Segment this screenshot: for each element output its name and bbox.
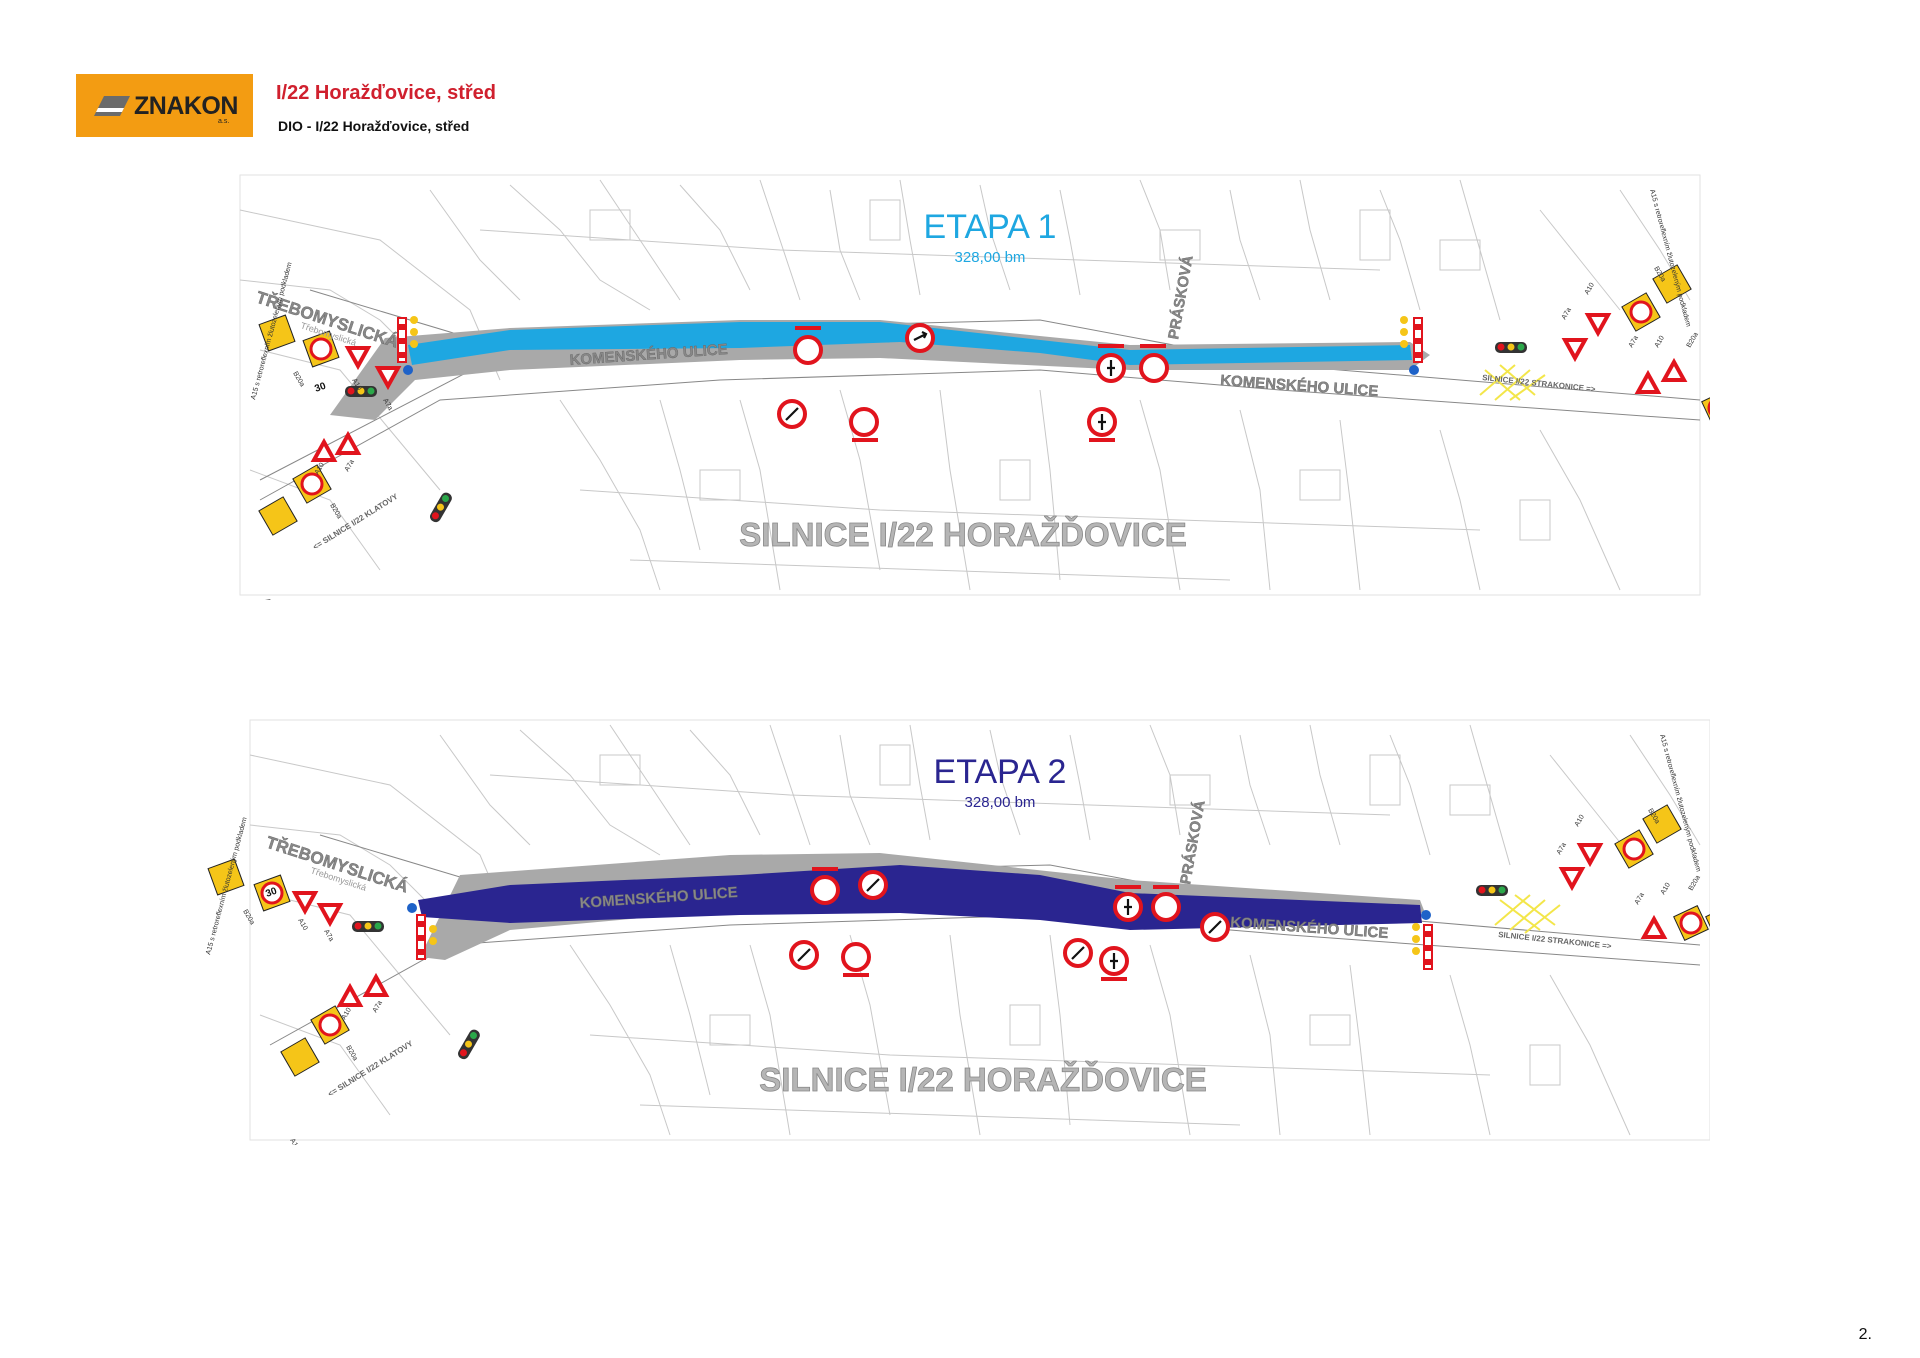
warning-signs-left <box>258 314 402 391</box>
warning-signs-left <box>207 858 344 928</box>
sign-label-a7a: A7a <box>322 929 334 943</box>
traffic-light-icon <box>457 1029 480 1060</box>
document-subtitle: DIO - I/22 Horažďovice, střed <box>278 118 470 134</box>
barrier-left <box>397 316 418 375</box>
sign-label-a7a-r: A7a <box>1556 842 1568 856</box>
no-entry-sign-icon <box>810 875 840 905</box>
sign-label-a7a-r: A7a <box>1561 307 1573 321</box>
street-label-praskova: PRÁSKOVÁ <box>1165 254 1197 341</box>
znakon-logo: ZNAKON a.s. <box>76 74 253 137</box>
road-label-strakonice: SILNICE I/22 STRAKONICE => <box>1498 930 1612 951</box>
road-label-klatovy: <= SILNICE I/22 KLATOVY <box>326 1039 415 1099</box>
sign-label-b20a-r2: B20a <box>1688 874 1702 892</box>
sign-note-bottom: A15 s retroreflexním žlutozeleným podkla… <box>263 598 340 601</box>
map-etapa-1: ETAPA 1 328,00 bm KOMENSKÉHO ULICE KOMEN… <box>180 170 1710 600</box>
sign-note-top-right: A15 s retroreflexním žlutozeleným podkla… <box>1658 734 1702 873</box>
traffic-light-icon <box>345 386 377 397</box>
parcel-lines <box>249 724 1701 1136</box>
map-etapa-1-drawing: ETAPA 1 328,00 bm KOMENSKÉHO ULICE KOMEN… <box>239 174 1710 601</box>
road-label-klatovy: <= SILNICE I/22 KLATOVY <box>311 492 400 552</box>
warning-signs-right <box>1558 804 1710 941</box>
traffic-light-icon <box>1476 885 1508 896</box>
sign-label-a10-r: A10 <box>1574 814 1586 828</box>
a7a-warning-sign-icon <box>374 366 402 391</box>
sign-label-a10-r2: A10 <box>1654 335 1666 349</box>
page-number: 2. <box>1858 1326 1872 1343</box>
warning-signs-right <box>1561 264 1710 426</box>
a10-warning-sign-icon <box>344 346 372 371</box>
parcel-lines <box>239 179 1691 591</box>
sign-label-a7a-bl: A7a <box>372 1000 384 1014</box>
sign-label-b20a-bl: B20a <box>328 503 342 521</box>
sign-label-a7a-r2: A7a <box>1634 892 1646 906</box>
map-etapa-2: ETAPA 2 328,00 bm KOMENSKÉHO ULICE KOMEN… <box>180 715 1710 1145</box>
road-label-silnice: SILNICE I/22 HORAŽĎOVICE <box>739 516 1186 553</box>
sign-barriers <box>795 326 1166 442</box>
sign-label-a10-r: A10 <box>1584 282 1596 296</box>
sign-label-b20a-r2: B20a <box>1686 331 1700 349</box>
sign-note-bottom: A15 s retroreflexním žlutozeleným podkla… <box>288 1138 365 1146</box>
sign-barriers <box>812 867 1179 981</box>
sign-label-a7a-r2: A7a <box>1628 335 1640 349</box>
barrier-right <box>1400 316 1423 375</box>
etapa-length: 328,00 bm <box>955 249 1026 266</box>
no-entry-sign-icon <box>793 335 823 365</box>
map-etapa-2-drawing: ETAPA 2 328,00 bm KOMENSKÉHO ULICE KOMEN… <box>205 719 1710 1146</box>
document-title: I/22 Horažďovice, střed <box>276 82 497 104</box>
logo-text: ZNAKON <box>134 92 238 120</box>
street-label-praskova: PRÁSKOVÁ <box>1177 799 1209 886</box>
hatched-area <box>1494 894 1561 934</box>
no-entry-sign-icon <box>1151 892 1181 922</box>
no-entry-sign-icon <box>841 942 871 972</box>
barrier-left <box>407 903 437 960</box>
etapa-length: 328,00 bm <box>965 794 1036 811</box>
traffic-light-icon <box>430 492 452 523</box>
a15-sign-icon <box>258 314 296 352</box>
speed-value: 30 <box>313 381 328 395</box>
road-label-silnice: SILNICE I/22 HORAŽĎOVICE <box>759 1061 1206 1098</box>
traffic-light-icon <box>352 921 384 932</box>
etapa-title: ETAPA 1 <box>924 208 1057 246</box>
barrier-right <box>1412 910 1433 970</box>
prohibition-signs <box>789 870 1230 976</box>
sign-label-a7a-bl: A7a <box>344 459 356 473</box>
hatched-area <box>1479 364 1546 401</box>
sign-label-a10-bl: A10 <box>314 462 326 476</box>
speed-value: 30 <box>264 886 279 900</box>
sign-label-b20a: B20a <box>291 371 305 389</box>
sign-label-a10-bl: A10 <box>341 1007 353 1021</box>
no-entry-sign-icon <box>849 407 879 437</box>
road-label-strakonice: SILNICE I/22 STRAKONICE => <box>1482 373 1596 394</box>
warning-signs-bottom-left <box>280 972 390 1077</box>
sign-label-b20a: B20a <box>241 909 255 927</box>
street-label-komenskeho-right: KOMENSKÉHO ULICE <box>1220 372 1379 400</box>
traffic-light-icon <box>1495 342 1527 353</box>
no-entry-sign-icon <box>1139 353 1169 383</box>
sign-label-a10: A10 <box>296 918 308 932</box>
etapa-title: ETAPA 2 <box>934 753 1067 791</box>
sign-label-a10-r2: A10 <box>1660 882 1672 896</box>
logo-stripes-icon <box>94 96 130 116</box>
warning-signs-bottom-left <box>258 430 362 536</box>
logo-subtext: a.s. <box>218 118 230 125</box>
etapa-1-work-zone <box>408 322 1412 365</box>
